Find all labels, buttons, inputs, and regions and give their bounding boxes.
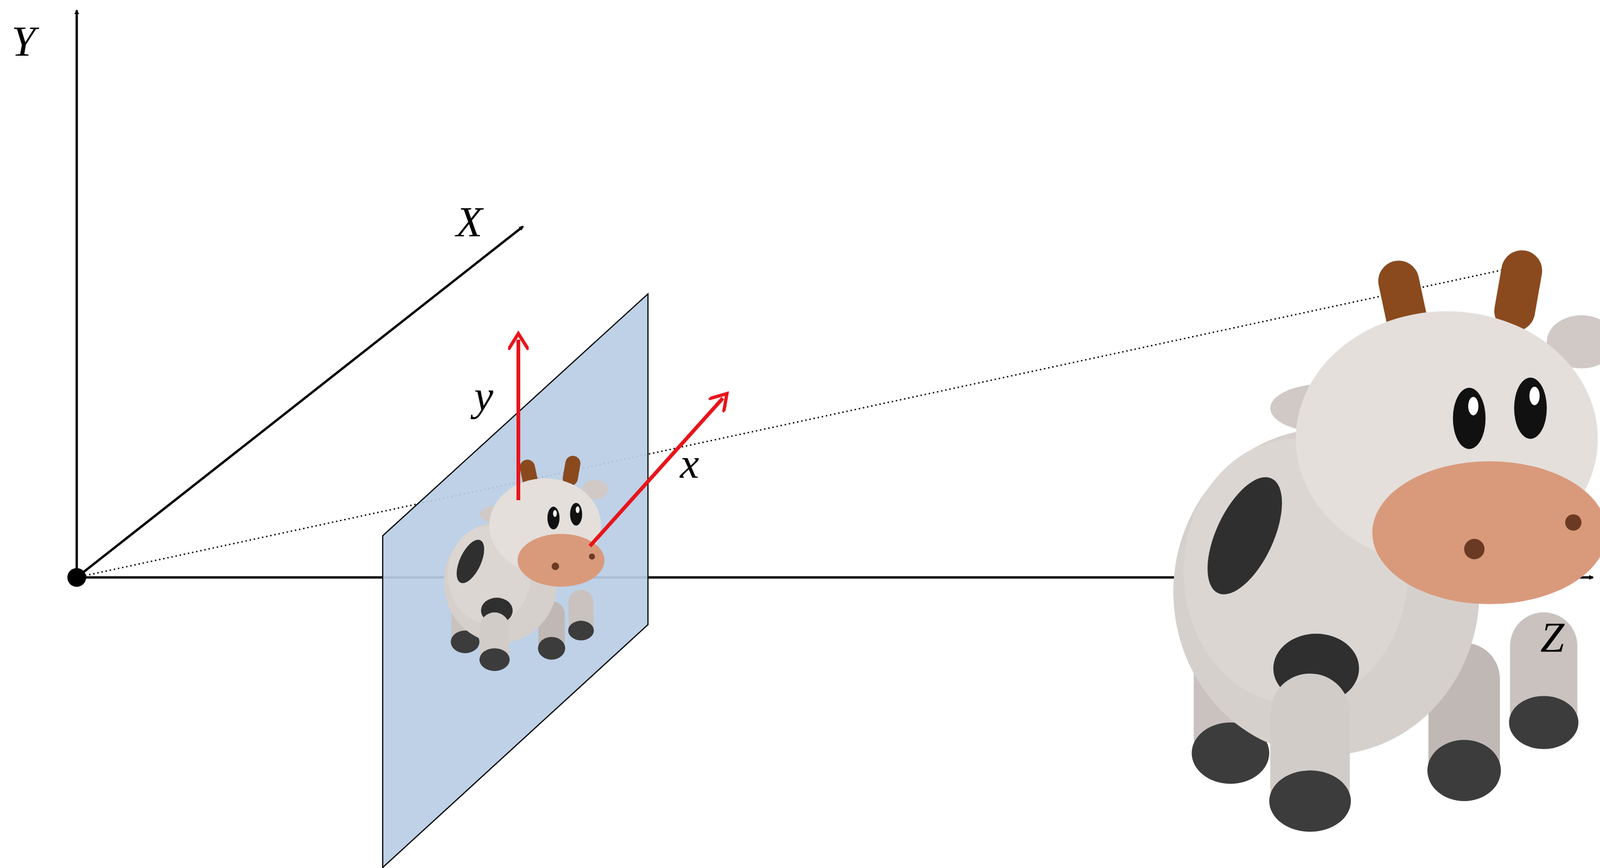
y-axis (75, 10, 79, 578)
axis-label: Y (11, 19, 36, 63)
axis-label: Z (1540, 615, 1564, 659)
image-x-axis (589, 398, 723, 546)
image-cow (443, 454, 608, 671)
axis-label: y (474, 374, 494, 418)
world-cow (1173, 247, 1600, 832)
axis-label: X (456, 200, 483, 244)
axis-label: x (680, 441, 700, 485)
image-y-axis (516, 339, 521, 501)
image-plane (382, 293, 648, 868)
